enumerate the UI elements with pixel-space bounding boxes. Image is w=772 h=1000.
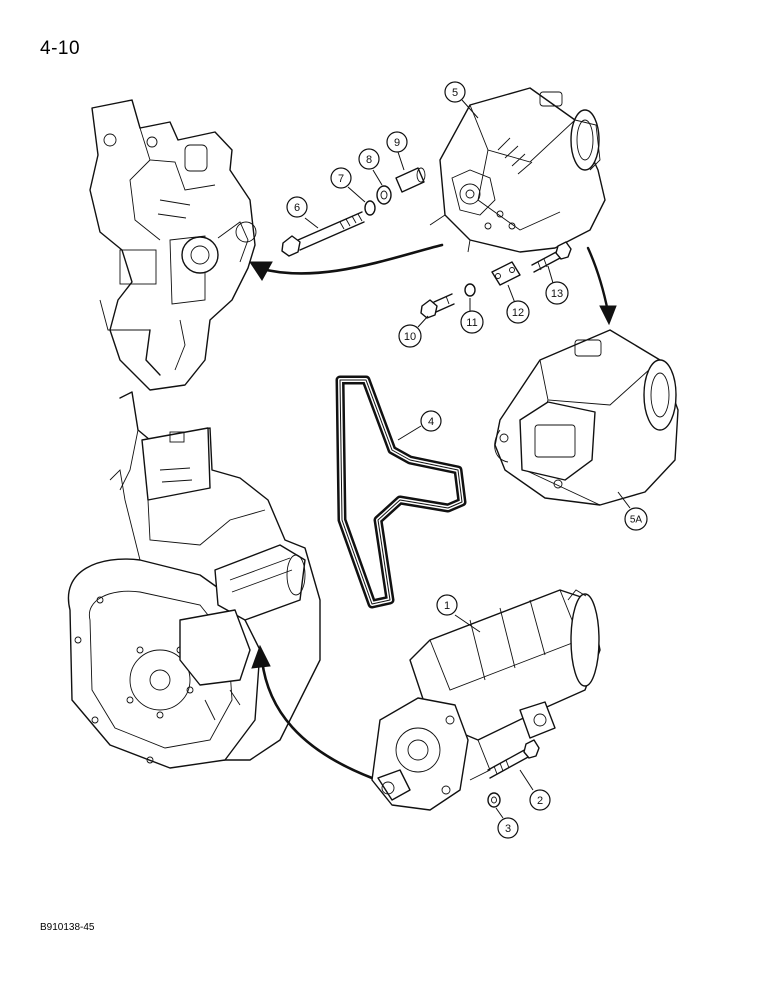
callout-13: 13 bbox=[545, 281, 569, 305]
washer-8 bbox=[376, 185, 392, 205]
callout-1: 1 bbox=[436, 594, 458, 616]
washer-7 bbox=[364, 200, 376, 216]
svg-text:1: 1 bbox=[444, 600, 450, 612]
callout-11: 11 bbox=[460, 310, 484, 334]
alternator-variant-arrow bbox=[586, 246, 610, 314]
arrow-head-icon bbox=[599, 305, 617, 326]
starter-install-arrow bbox=[260, 658, 374, 780]
svg-text:4: 4 bbox=[428, 416, 434, 428]
bolt-2 bbox=[487, 739, 540, 779]
callout-5: 5 bbox=[444, 81, 466, 103]
callout-4: 4 bbox=[420, 410, 442, 432]
callout-6: 6 bbox=[286, 196, 308, 218]
drive-belt-4 bbox=[335, 375, 467, 609]
svg-text:9: 9 bbox=[394, 137, 400, 149]
svg-text:5: 5 bbox=[452, 87, 458, 99]
bolt-13 bbox=[531, 241, 572, 273]
arrow-head-icon bbox=[249, 261, 273, 281]
arrow-head-icon bbox=[251, 644, 271, 669]
washer-11 bbox=[464, 283, 476, 297]
svg-text:11: 11 bbox=[466, 317, 477, 329]
svg-text:6: 6 bbox=[294, 202, 300, 214]
alternator-variant-5a bbox=[494, 329, 679, 506]
plate-12 bbox=[491, 261, 521, 286]
leader-lines bbox=[304, 99, 631, 819]
svg-text:8: 8 bbox=[366, 154, 372, 166]
bolt-10 bbox=[420, 293, 455, 319]
callout-2: 2 bbox=[529, 789, 551, 811]
callout-7: 7 bbox=[330, 167, 352, 189]
callout-10: 10 bbox=[398, 324, 422, 348]
svg-text:2: 2 bbox=[537, 795, 543, 807]
alternator-assembly bbox=[429, 87, 606, 253]
svg-text:13: 13 bbox=[551, 288, 563, 300]
washer-3 bbox=[487, 792, 501, 808]
callout-8: 8 bbox=[358, 148, 380, 170]
svg-text:7: 7 bbox=[338, 173, 344, 185]
svg-text:10: 10 bbox=[404, 331, 416, 343]
svg-text:3: 3 bbox=[505, 823, 511, 835]
mounting-bolt-6 bbox=[281, 211, 365, 257]
page-number: 4-10 bbox=[40, 38, 81, 59]
callout-9: 9 bbox=[386, 131, 408, 153]
engine-upper-view bbox=[89, 99, 257, 391]
alternator-install-arrow bbox=[256, 243, 444, 275]
callout-12: 12 bbox=[506, 300, 530, 324]
engine-lower-view bbox=[67, 391, 321, 769]
starter-motor bbox=[371, 589, 601, 811]
figure-code: B910138-45 bbox=[40, 922, 95, 933]
callout-5a: 5A bbox=[624, 507, 648, 531]
callout-3: 3 bbox=[497, 817, 519, 839]
spacer-9 bbox=[395, 167, 426, 193]
svg-text:5A: 5A bbox=[630, 515, 643, 526]
svg-text:12: 12 bbox=[512, 307, 524, 319]
